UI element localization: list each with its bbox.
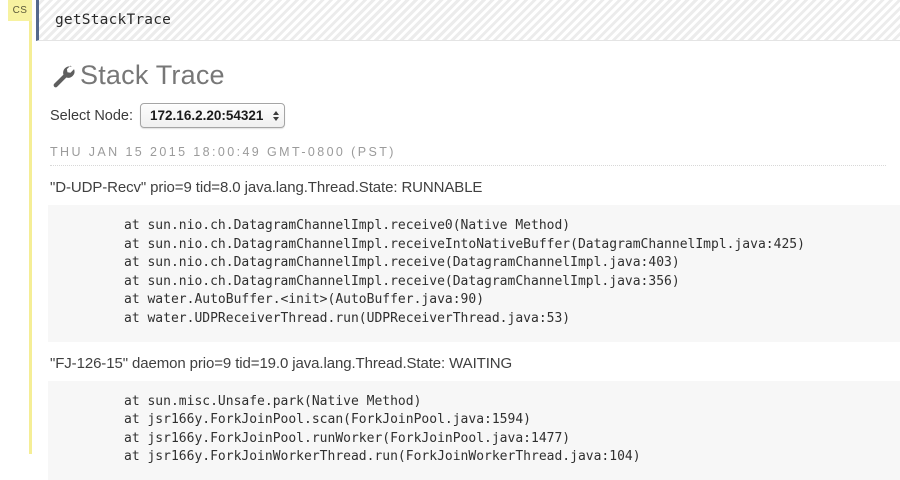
stack-trace-line: at jsr166y.ForkJoinWorkerThread.run(Fork… xyxy=(124,449,641,465)
cell-rail xyxy=(29,0,32,454)
command-input-text: getStackTrace xyxy=(55,12,172,28)
thread-header: "D-UDP-Recv" prio=9 tid=8.0 java.lang.Th… xyxy=(50,179,483,196)
stack-trace-line: at sun.nio.ch.DatagramChannelImpl.receiv… xyxy=(124,255,680,271)
thread-header: "FJ-126-15" daemon prio=9 tid=19.0 java.… xyxy=(50,354,513,372)
stack-trace-line: at sun.misc.Unsafe.park(Native Method) xyxy=(124,393,422,409)
chevron-down-icon xyxy=(273,116,280,121)
trace-timestamp: THU JAN 15 2015 18:00:49 GMT-0800 (PST) xyxy=(50,145,886,166)
wrench-icon xyxy=(50,63,76,89)
node-select-value: 172.16.2.20:54321 xyxy=(150,108,264,123)
stack-trace-line: at water.AutoBuffer.<init>(AutoBuffer.ja… xyxy=(124,292,485,308)
stack-trace-line: at sun.nio.ch.DatagramChannelImpl.receiv… xyxy=(124,236,805,252)
stack-trace-line: at water.UDPReceiverThread.run(UDPReceiv… xyxy=(124,310,571,326)
page-title-text: Stack Trace xyxy=(80,60,225,90)
stack-trace-block: at sun.misc.Unsafe.park(Native Method) at… xyxy=(48,380,900,480)
stack-trace-panel: Stack Trace Select Node: 172.16.2.20:543… xyxy=(36,41,900,480)
stack-trace-line: at jsr166y.ForkJoinPool.scan(ForkJoinPoo… xyxy=(124,412,531,428)
page-title: Stack Trace xyxy=(50,62,900,89)
stepper-arrows-icon xyxy=(273,110,280,121)
node-selector-label: Select Node: xyxy=(50,107,134,124)
stack-trace-line: at sun.nio.ch.DatagramChannelImpl.receiv… xyxy=(124,273,680,289)
node-select[interactable]: 172.16.2.20:54321 xyxy=(140,103,286,128)
command-input-bar[interactable]: getStackTrace xyxy=(36,0,900,41)
stack-trace-line: at sun.nio.ch.DatagramChannelImpl.receiv… xyxy=(124,218,571,233)
thread-list: "D-UDP-Recv" prio=9 tid=8.0 java.lang.Th… xyxy=(36,179,900,480)
stack-trace-block: at sun.nio.ch.DatagramChannelImpl.receiv… xyxy=(48,205,900,342)
chevron-up-icon xyxy=(273,110,280,115)
stack-trace-line: at jsr166y.ForkJoinPool.runWorker(ForkJo… xyxy=(124,430,571,446)
cell-type-tag: CS xyxy=(8,0,32,21)
node-selector-row: Select Node: 172.16.2.20:54321 xyxy=(50,103,900,128)
cell-marker: CS xyxy=(0,0,36,454)
